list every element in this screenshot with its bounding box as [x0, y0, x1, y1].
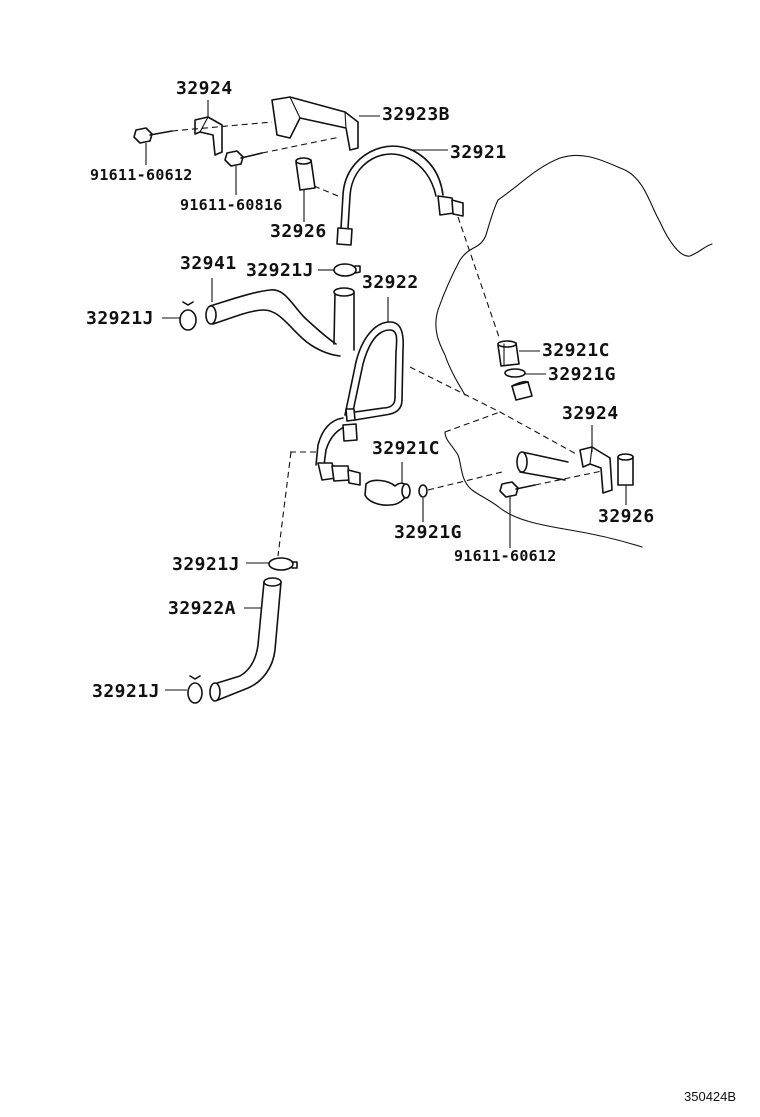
clip-32924-top: [194, 116, 223, 156]
clamp-32921j-top: [333, 263, 361, 277]
label-32941: 32941: [180, 253, 237, 274]
label-32926-top: 32926: [270, 221, 327, 242]
clip-32924-mid: [579, 446, 613, 494]
label-32921j-mid: 32921J: [172, 554, 241, 575]
label-32921c-right: 32921C: [542, 340, 611, 361]
pipe-32921: [336, 145, 464, 246]
label-32921j-top: 32921J: [246, 260, 315, 281]
label-32921g-mid: 32921G: [394, 522, 463, 543]
figure-code: 350424B: [684, 1089, 737, 1104]
label-32921j-left: 32921J: [86, 308, 155, 329]
label-91611-60612-mid: 91611-60612: [454, 547, 557, 565]
hose-mid-right: [516, 451, 569, 481]
label-32921c-mid: 32921C: [372, 438, 441, 459]
clamp-32921j-left: [179, 301, 197, 331]
gasket-32921g-right: [504, 368, 526, 378]
assembly-lines: [171, 121, 603, 557]
bolt-91611-60816: [224, 150, 263, 167]
label-32921g-right: 32921G: [548, 364, 617, 385]
hose-32922a: [209, 577, 282, 702]
clamp-32921j-mid: [268, 557, 298, 571]
hose-elbow-32921c-mid: [364, 479, 411, 506]
transmission-outline: [435, 154, 713, 548]
label-32923b: 32923B: [382, 104, 451, 125]
pipe-32922: [315, 321, 405, 466]
connector-32921c-right: [497, 340, 520, 367]
sleeve-32926-top: [295, 157, 316, 191]
bolt-91611-60612-top: [133, 127, 173, 144]
label-32924-top: 32924: [176, 78, 233, 99]
label-32922: 32922: [362, 272, 419, 293]
sleeve-32926-mid: [617, 453, 634, 486]
bolt-91611-60612-mid: [499, 481, 536, 498]
label-91611-60612-top: 91611-60612: [90, 166, 193, 184]
gasket-32921g-mid: [418, 484, 428, 498]
label-32921: 32921: [450, 142, 507, 163]
clamp-32921j-bottom: [187, 675, 203, 704]
sleeve-cut-right: [511, 380, 533, 401]
label-91611-60816: 91611-60816: [180, 196, 283, 214]
label-32926-mid: 32926: [598, 506, 655, 527]
hose-32941: [205, 287, 355, 357]
label-32924-mid: 32924: [562, 403, 619, 424]
bracket-32923b: [271, 96, 359, 151]
fitting-32921c-mid: [317, 462, 361, 486]
label-32921j-bottom: 32921J: [92, 681, 161, 702]
leader-lines: [145, 100, 627, 691]
label-32922a: 32922A: [168, 598, 237, 619]
